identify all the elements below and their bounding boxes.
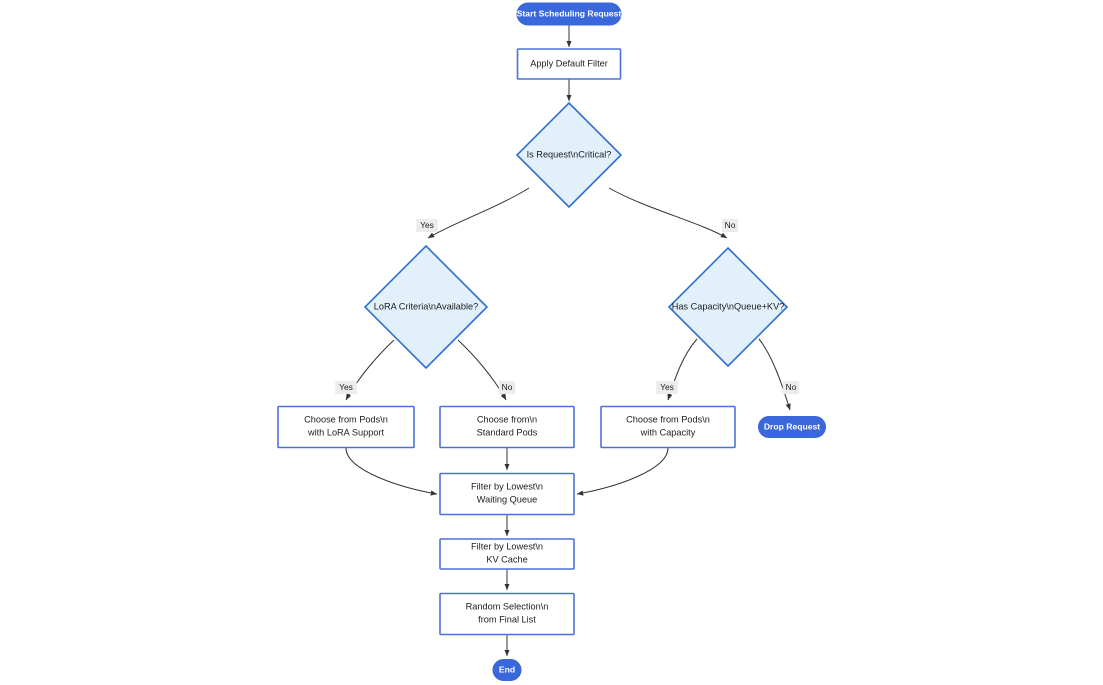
node-shape-rect	[439, 472, 575, 516]
node-shape-pill	[758, 416, 826, 438]
node-label: LoRA Criteria\nAvailable?	[374, 301, 479, 311]
node-shape-rect	[516, 48, 622, 80]
edge-label-has_capacity-to-drop_request: No	[782, 381, 800, 394]
edge-is-critical-to-lora-criteria	[427, 187, 530, 239]
edge-label-text: Yes	[660, 382, 674, 392]
edge-label-background	[656, 381, 678, 394]
edge-label-text: Yes	[339, 382, 353, 392]
node-start[interactable]: Start Scheduling Request	[516, 2, 622, 26]
edge-label-lora_criteria-to-pods_lora: Yes	[335, 381, 357, 394]
node-has_capacity[interactable]: Has Capacity\nQueue+KV?	[667, 246, 789, 368]
edge-is-critical-to-has-capacity	[608, 187, 728, 239]
edge-label-background	[335, 381, 357, 394]
node-shape-rect	[439, 592, 575, 636]
node-label: Is Request\nCritical?	[527, 149, 612, 159]
edge-label-has_capacity-to-pods_capacity: Yes	[656, 381, 678, 394]
node-shape-rect	[600, 405, 736, 449]
edge-label-background	[416, 219, 438, 232]
edge-label-background	[721, 219, 739, 232]
node-label: End	[499, 664, 515, 674]
node-label: Apply Default Filter	[530, 58, 608, 68]
edge-label-text: No	[786, 382, 797, 392]
edges-layer	[345, 25, 791, 657]
edge-label-is_critical-to-lora_criteria: Yes	[416, 219, 438, 232]
edge-label-text: No	[502, 382, 513, 392]
node-end[interactable]: End	[492, 659, 522, 681]
node-is_critical[interactable]: Is Request\nCritical?	[515, 101, 623, 209]
edge-label-lora_criteria-to-pods_standard: No	[498, 381, 516, 394]
node-apply_filter[interactable]: Apply Default Filter	[516, 48, 622, 80]
edge-label-background	[498, 381, 516, 394]
node-drop_request[interactable]: Drop Request	[758, 416, 826, 438]
edge-label-text: Yes	[420, 220, 434, 230]
node-shape-diamond	[363, 244, 489, 370]
edge-label-background	[782, 381, 800, 394]
node-shape-diamond	[667, 246, 789, 368]
node-shape-rect	[277, 405, 415, 449]
node-lora_criteria[interactable]: LoRA Criteria\nAvailable?	[363, 244, 489, 370]
node-shape-rect	[439, 405, 575, 449]
node-shape-pill	[516, 2, 622, 26]
edge-label-text: No	[725, 220, 736, 230]
node-label: Start Scheduling Request	[517, 8, 622, 18]
node-shape-diamond	[515, 101, 623, 209]
node-shape-pill	[492, 659, 522, 681]
edge-pods-lora-to-filter-queue	[345, 447, 438, 496]
edge-pods-capacity-to-filter-queue	[576, 447, 669, 496]
node-shape-rect	[439, 538, 575, 570]
edge-label-is_critical-to-has_capacity: No	[721, 219, 739, 232]
node-label: Has Capacity\nQueue+KV?	[672, 301, 785, 311]
edge-has-capacity-to-drop-request	[758, 338, 791, 411]
node-label: Drop Request	[764, 421, 820, 431]
